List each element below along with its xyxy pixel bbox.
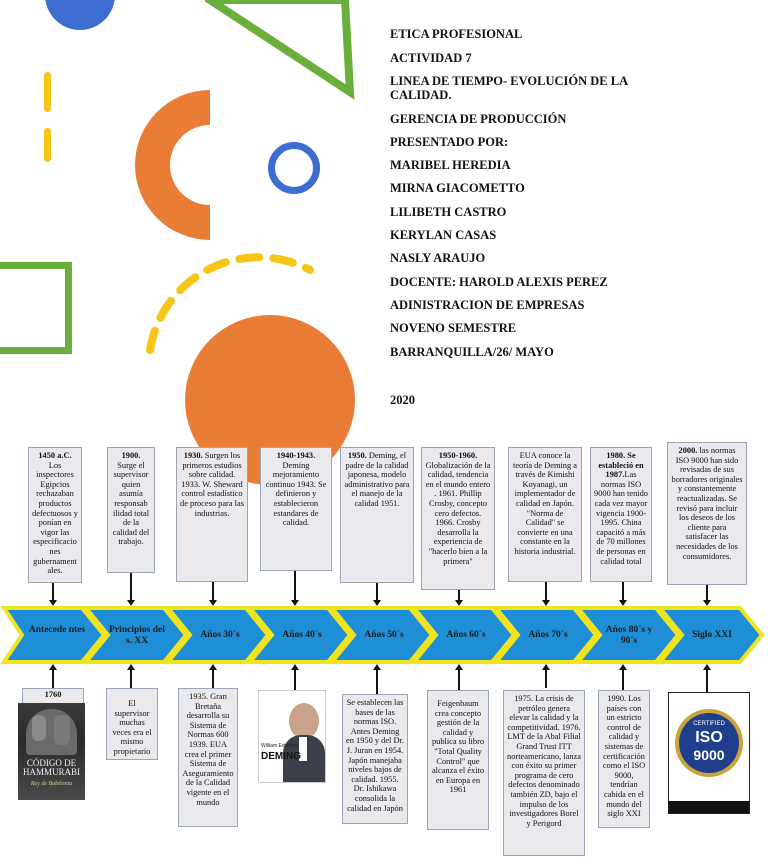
- event-box-top: 1900. Surge el supervisor quien asumía r…: [107, 447, 155, 573]
- timeline-label: Años 40´s: [282, 630, 322, 640]
- timeline-label: Siglo XXI: [692, 630, 732, 640]
- deming-image: William Edwards DEMING: [258, 690, 326, 783]
- green-square-shape: [0, 262, 72, 354]
- event-box-top: 1940-1943. Deming mejoramiento continuo …: [260, 447, 332, 571]
- activity-title: ACTIVIDAD 7: [390, 51, 472, 65]
- author-name: MIRNA GIACOMETTO: [390, 181, 525, 195]
- timeline-label: Principios del s. XX: [109, 625, 165, 646]
- yellow-dashed-arc-shape: [146, 253, 314, 354]
- timeline-label: Antecede ntes: [28, 625, 86, 635]
- event-box-bottom: Se establecen las bases de las normas IS…: [342, 694, 408, 824]
- event-box-bottom: El supervisor muchas veces era el mismo …: [106, 688, 158, 760]
- timeline-label: Años 60´s: [446, 630, 486, 640]
- iso-9000-badge-image: CERTIFIED ISO 9000: [668, 692, 750, 814]
- author-name: NASLY ARAUJO: [390, 251, 486, 265]
- iso-main-label: ISO: [695, 729, 723, 746]
- green-triangle-shape: [205, 0, 355, 100]
- event-box-bottom: 1760: [22, 688, 84, 704]
- deming-name: DEMING: [261, 751, 301, 762]
- event-box-top: 2000. las normas ISO 9000 han sido revis…: [667, 442, 747, 585]
- yellow-dash-shape: [44, 72, 51, 112]
- author-name: MARIBEL HEREDIA: [390, 158, 511, 172]
- event-box-bottom: 1990. Los países con un estricto control…: [598, 690, 650, 828]
- event-box-bottom: 1975. La crisis de petróleo genera eleva…: [503, 690, 585, 856]
- event-box-top: EUA conoce la teoría de Deming a través …: [508, 447, 582, 582]
- event-box-bottom: Feigenbaum crea concepto gestión de la c…: [427, 690, 489, 830]
- event-box-top: 1980. Se estableció en 1987.Las normas I…: [590, 447, 652, 582]
- author-name: KERYLAN CASAS: [390, 228, 497, 242]
- blue-circle-shape: [45, 0, 115, 30]
- hammurabi-title: CÓDIGO DE HAMMURABI: [22, 758, 80, 777]
- timeline-label: Años 30´s: [200, 630, 240, 640]
- yellow-dash-shape: [44, 128, 51, 162]
- author-name: LILIBETH CASTRO: [390, 205, 507, 219]
- timeline-label: Años 80´s y 90´s: [605, 625, 653, 646]
- program-name: ADINISTRACION DE EMPRESAS: [390, 298, 585, 312]
- hammurabi-subtitle: Rey de Babilonia: [30, 781, 73, 787]
- deming-caption: William Edwards: [261, 743, 298, 749]
- event-box-top: 1950-1960. Globalización de la calidad, …: [421, 447, 495, 590]
- teacher-name: DOCENTE: HAROLD ALEXIS PEREZ: [390, 275, 608, 289]
- course-title: ETICA PROFESIONAL: [390, 27, 523, 41]
- timeline-arrows: [0, 606, 765, 664]
- event-box-top: 1450 a.C. Los inspectores Egipcios recha…: [28, 447, 82, 583]
- presented-by-label: PRESENTADO POR:: [390, 135, 509, 149]
- event-box-top: 1930. Surgen los primeros estudios sobre…: [176, 447, 248, 582]
- place-date-label: BARRANQUILLA/26/ MAYO: [390, 345, 554, 359]
- hammurabi-image: CÓDIGO DE HAMMURABI Rey de Babilonia: [18, 703, 85, 800]
- semester-label: NOVENO SEMESTRE: [390, 321, 517, 335]
- year-label: 2020: [390, 393, 415, 407]
- timeline-label: Años 50´s: [364, 630, 404, 640]
- iso-certified-label: CERTIFIED: [693, 721, 725, 727]
- orange-half-ring-shape: [135, 90, 210, 240]
- timeline-title: LINEA DE TIEMPO- EVOLUCIÓN DE LA CALIDAD…: [390, 74, 628, 102]
- subject-title: GERENCIA DE PRODUCCIÓN: [390, 112, 567, 126]
- timeline-label: Años 70´s: [528, 630, 568, 640]
- iso-number-label: 9000: [693, 747, 725, 763]
- event-box-bottom: 1935. Gran Bretaña desarrolla su Sistema…: [178, 688, 238, 827]
- blue-ring-shape: [268, 142, 320, 194]
- event-box-top: 1950. Deming, el padre de la calidad jap…: [340, 447, 414, 583]
